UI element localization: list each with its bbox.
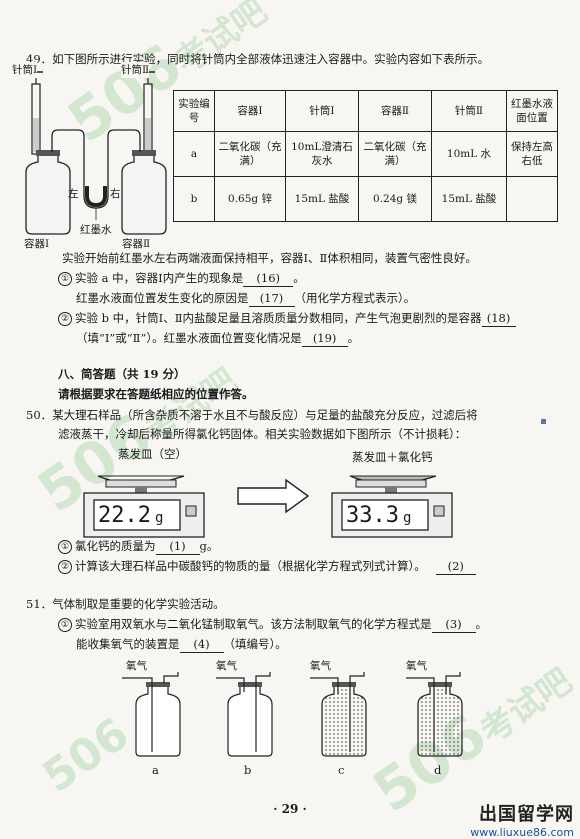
table-cell: 15mL 盐酸 [285,176,359,222]
gas-label-a: 氧气 [126,660,147,672]
bottle-a [122,672,181,757]
bottle-d [406,672,463,757]
q49-part-2b: （填“Ⅰ”或“Ⅱ”）。红墨水液面位置变化情况是(19)。 [76,330,360,347]
gas-collection-bottles [122,672,463,757]
bottle-label-c: c [338,763,345,777]
q49-part-1b: 红墨水液面位置发生变化的原因是(17)（用化学方程式表示）。 [76,290,416,307]
blank-1[interactable]: (1) [155,538,200,555]
q50-line-1: 50．某大理石样品（所含杂质不溶于水且不与酸反应）与足量的盐酸充分反应，过滤后将 [26,408,478,422]
gas-label-c: 氧气 [310,660,331,672]
bottle-b [216,672,273,757]
table-header-cell: 容器Ⅰ [214,90,286,132]
table-cell: 二氧化碳（充满） [358,131,432,177]
blank-2[interactable]: (2) [435,558,476,575]
table-cell: 0.24g 镁 [358,176,432,222]
blank-4[interactable]: (4) [179,636,224,653]
q50-right-label: 蒸发皿＋氯化钙 [352,450,433,464]
table-cell: 10mL澄清石灰水 [285,131,359,177]
section-8-title: 八、简答题（共 19 分） [58,367,186,381]
blank-17[interactable]: (17) [248,290,295,307]
table-cell [506,176,558,222]
table-row: a 二氧化碳（充满） 10mL澄清石灰水 二氧化碳（充满） 10mL 水 保持左… [173,131,558,177]
bottle-label-b: b [244,763,252,777]
container-1-label: 容器Ⅰ [24,238,50,250]
gas-label-d: 氧气 [406,660,427,672]
section-8-instruction: 请根据要求在答题纸相应的位置作答。 [58,387,254,401]
q49-stem: 49．如下图所示进行实验，同时将针筒内全部液体迅速注入容器中。实验内容如下表所示… [26,52,490,66]
q51-stem: 51．气体制取是重要的化学实验活动。 [26,597,225,611]
q49-intro: 实验开始前红墨水左右两端液面保持相平，容器Ⅰ、Ⅱ体积相同，装置气密性良好。 [62,251,477,265]
table-cell: 保持左高右低 [506,131,558,177]
bottle-label-d: d [434,763,442,777]
page-number: · 29 · [273,802,307,816]
table-cell: b [173,176,215,222]
table-header-cell: 针筒Ⅱ [431,90,507,132]
circled-number: ② [58,312,72,326]
left-label: 左 [68,188,79,200]
table-cell: 15mL 盐酸 [431,176,507,222]
syringe-2-label: 针筒Ⅱ [121,62,150,78]
gas-label-b: 氧气 [216,660,237,672]
blank-18[interactable]: (18) [481,310,516,327]
ink-label: 红墨水 [80,224,112,236]
syringe-1-label: 针筒Ⅰ [12,62,38,78]
margin-mark [541,419,546,424]
footer-logo[interactable]: 出国留学网 www.liuxue86.com [470,800,574,839]
blank-3[interactable]: (3) [431,616,476,633]
blank-16[interactable]: (16) [243,270,294,287]
q49-experiment-table: 实验编号 容器Ⅰ 针筒Ⅰ 容器Ⅱ 针筒Ⅱ 红墨水液面位置 a 二氧化碳（充满） … [173,90,558,222]
q51-part-1b: 能收集氧气的装置是(4)（填编号）。 [76,636,287,653]
table-header-row: 实验编号 容器Ⅰ 针筒Ⅰ 容器Ⅱ 针筒Ⅱ 红墨水液面位置 [173,90,558,132]
left-balance [83,475,205,538]
table-cell: 0.65g 锌 [214,176,286,222]
table-header-cell: 容器Ⅱ [358,90,432,132]
bottle-c [310,672,367,757]
table-header-cell: 实验编号 [173,90,215,132]
right-arrow-icon [237,478,310,514]
table-cell: 10mL 水 [431,131,507,177]
bottle-label-a: a [152,763,159,777]
right-balance [331,475,453,538]
table-row: b 0.65g 锌 15mL 盐酸 0.24g 镁 15mL 盐酸 [173,176,558,222]
table-cell: 二氧化碳（充满） [214,131,286,177]
table-cell: a [173,131,215,177]
table-header-cell: 针筒Ⅰ [285,90,359,132]
q50-left-label: 蒸发皿（空） [118,447,187,461]
circled-number: ② [58,560,72,574]
circled-number: ① [58,540,72,554]
circled-number: ① [58,618,72,632]
blank-19[interactable]: (19) [301,330,348,347]
table-header-cell: 红墨水液面位置 [506,90,558,132]
circled-number: ① [58,272,72,286]
footer-site-name: 出国留学网 [479,804,574,825]
q49-apparatus-diagram [25,71,167,235]
footer-url[interactable]: www.liuxue86.com [470,826,574,839]
right-label: 右 [110,188,121,200]
container-2-label: 容器Ⅱ [122,238,151,250]
q50-line-2: 滤液蒸干，冷却后称量所得氯化钙固体。相关实验数据如下图所示（不计损耗）： [58,427,467,441]
